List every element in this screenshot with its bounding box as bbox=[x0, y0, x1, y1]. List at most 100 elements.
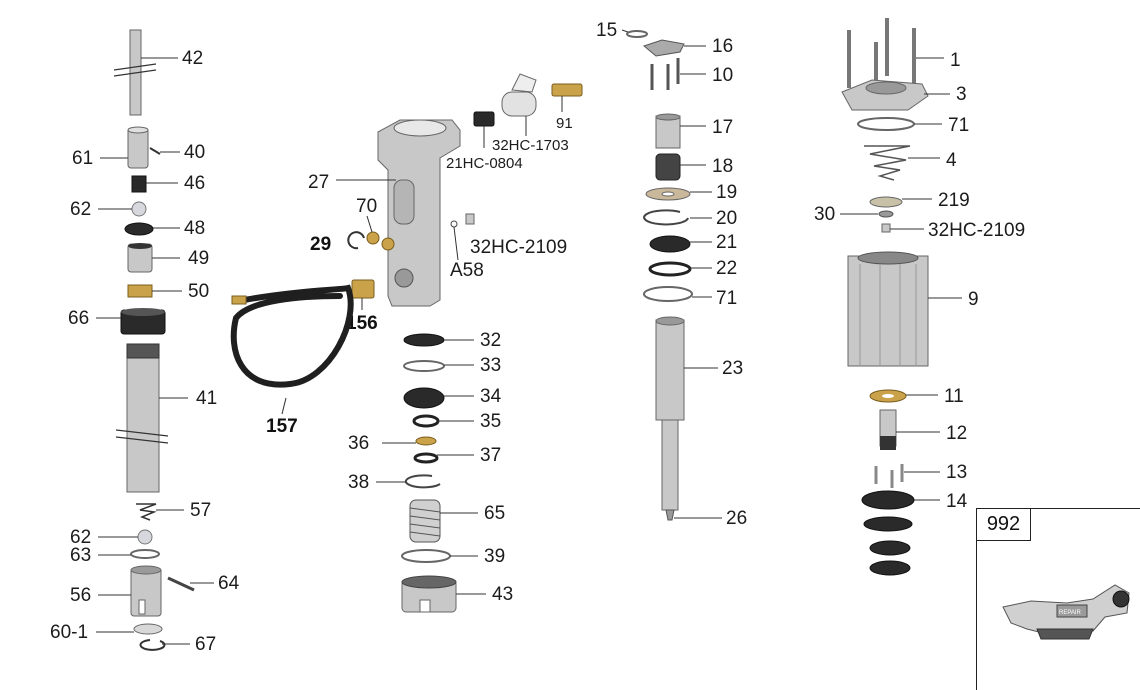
part-48-seat: 48 bbox=[124, 218, 205, 239]
part-22-oring: 22 bbox=[648, 258, 737, 279]
label-16: 16 bbox=[712, 36, 733, 57]
part-11-seal: 11 bbox=[869, 386, 964, 407]
label-157: 157 bbox=[266, 416, 298, 437]
label-27: 27 bbox=[308, 172, 329, 193]
part-62-ball-lower: 62 bbox=[70, 527, 153, 548]
label-49: 49 bbox=[188, 248, 209, 269]
label-67: 67 bbox=[195, 634, 216, 655]
label-65: 65 bbox=[484, 503, 505, 524]
label-33: 33 bbox=[480, 355, 501, 376]
label-219: 219 bbox=[938, 190, 970, 211]
label-29: 29 bbox=[310, 234, 331, 255]
part-16-plate: 16 bbox=[642, 36, 733, 57]
label-41: 41 bbox=[196, 388, 217, 409]
part-36-bushing: 36 bbox=[348, 433, 437, 454]
label-60-1: 60-1 bbox=[50, 622, 88, 643]
label-57: 57 bbox=[190, 500, 211, 521]
label-37: 37 bbox=[480, 445, 501, 466]
part-12-piston-stem: 12 bbox=[879, 409, 967, 450]
label-1: 1 bbox=[950, 50, 961, 71]
label-36: 36 bbox=[348, 433, 369, 454]
label-40: 40 bbox=[184, 142, 205, 163]
part-61-coupler: 61 bbox=[72, 126, 149, 169]
repair-kit-box: 992 REPAIR bbox=[976, 508, 1140, 690]
label-48: 48 bbox=[184, 218, 205, 239]
part-66-cup: 66 bbox=[68, 308, 166, 335]
label-64: 64 bbox=[218, 573, 240, 594]
label-66: 66 bbox=[68, 308, 89, 329]
label-11: 11 bbox=[944, 386, 964, 407]
part-64-pin: 64 bbox=[167, 573, 240, 594]
label-32hc-2109-body: 32HC-2109 bbox=[470, 237, 567, 258]
part-50-bushing: 50 bbox=[127, 281, 209, 302]
label-12: 12 bbox=[946, 423, 967, 444]
part-38-snapring: 38 bbox=[348, 472, 441, 493]
label-19: 19 bbox=[716, 182, 737, 203]
part-27-pump-body: 27 bbox=[308, 119, 461, 307]
part-17-sleeve: 17 bbox=[655, 113, 733, 149]
label-18: 18 bbox=[712, 156, 733, 177]
part-10-screws: 10 bbox=[650, 58, 733, 90]
part-60-1-disc: 60-1 bbox=[50, 622, 163, 643]
part-71-oring-cap: 71 bbox=[857, 115, 969, 136]
label-32hc-1703: 32HC-1703 bbox=[492, 137, 569, 154]
part-62-ball-upper: 62 bbox=[70, 199, 147, 220]
label-21: 21 bbox=[716, 232, 737, 253]
part-14-piston-assembly: 14 bbox=[861, 490, 968, 576]
part-63-oring: 63 bbox=[70, 545, 160, 566]
label-63: 63 bbox=[70, 545, 91, 566]
label-46: 46 bbox=[184, 173, 205, 194]
part-18-spring: 18 bbox=[655, 153, 733, 181]
label-34: 34 bbox=[480, 386, 502, 407]
label-42: 42 bbox=[182, 48, 203, 69]
label-61: 61 bbox=[72, 148, 93, 169]
label-17: 17 bbox=[712, 117, 733, 138]
part-39-oring: 39 bbox=[401, 546, 505, 567]
part-4-spring: 4 bbox=[864, 145, 957, 181]
part-37-seal: 37 bbox=[413, 445, 501, 466]
label-3: 3 bbox=[956, 84, 967, 105]
part-26-tip: 26 bbox=[665, 508, 747, 529]
part-67-clip: 67 bbox=[139, 634, 216, 655]
part-32hc-2109-plug: 32HC-2109 bbox=[465, 213, 567, 258]
part-13-pins: 13 bbox=[874, 462, 967, 488]
part-15-washer: 15 bbox=[596, 20, 648, 41]
label-39: 39 bbox=[484, 546, 505, 567]
label-70: 70 bbox=[356, 196, 377, 217]
label-71-piston: 71 bbox=[716, 288, 737, 309]
part-219-washer: 219 bbox=[869, 190, 970, 211]
part-41-tube: 41 bbox=[115, 343, 217, 493]
label-13: 13 bbox=[946, 462, 967, 483]
label-156: 156 bbox=[346, 313, 378, 334]
part-29-clip: 29 bbox=[310, 231, 365, 255]
label-56: 56 bbox=[70, 585, 91, 606]
label-43: 43 bbox=[492, 584, 513, 605]
part-70-washer: 70 bbox=[356, 196, 395, 251]
label-15: 15 bbox=[596, 20, 617, 41]
part-49-housing: 49 bbox=[127, 243, 209, 273]
label-26: 26 bbox=[726, 508, 747, 529]
part-46-spring: 46 bbox=[131, 173, 205, 194]
label-9: 9 bbox=[968, 289, 979, 310]
part-34-packing: 34 bbox=[403, 386, 502, 409]
part-32hc-2109-screw: 32HC-2109 bbox=[881, 220, 1025, 241]
part-3-top-cap: 3 bbox=[841, 79, 967, 111]
label-62-upper: 62 bbox=[70, 199, 91, 220]
label-14: 14 bbox=[946, 491, 968, 512]
label-a58: A58 bbox=[450, 260, 484, 281]
part-32-washer: 32 bbox=[403, 330, 501, 351]
part-40-pin: 40 bbox=[149, 142, 205, 163]
label-71-cap: 71 bbox=[948, 115, 969, 136]
part-156-fitting: 156 bbox=[346, 279, 378, 334]
part-32hc-1703-valve: 32HC-1703 bbox=[492, 73, 569, 154]
part-21hc-0804-nipple: 21HC-0804 bbox=[446, 111, 523, 172]
kit-tool-text: REPAIR bbox=[1059, 610, 1082, 616]
label-50: 50 bbox=[188, 281, 209, 302]
label-20: 20 bbox=[716, 208, 737, 229]
part-20-snapring: 20 bbox=[643, 208, 737, 229]
part-21-seal: 21 bbox=[649, 232, 737, 253]
part-43-nut: 43 bbox=[401, 575, 513, 613]
part-a58-seal: A58 bbox=[450, 220, 484, 281]
part-42-rod: 42 bbox=[113, 29, 203, 116]
